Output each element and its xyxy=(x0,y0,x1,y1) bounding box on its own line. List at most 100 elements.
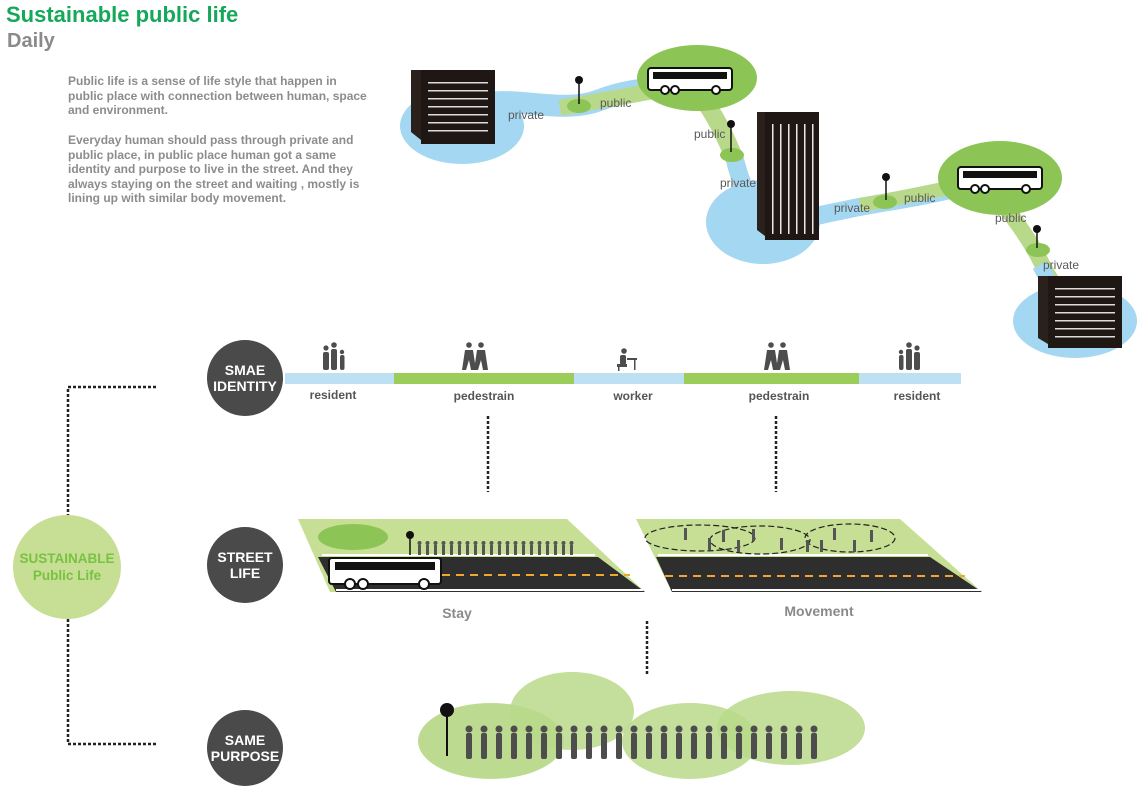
page-subtitle: Daily xyxy=(7,30,55,52)
person-body xyxy=(511,733,517,759)
person-body xyxy=(781,733,787,759)
street-movement-illustration xyxy=(636,519,982,592)
identity-label-pedestrain: pedestrain xyxy=(453,389,515,403)
person-head xyxy=(457,541,462,545)
person-body xyxy=(811,733,817,759)
person-body xyxy=(691,733,697,759)
person-head xyxy=(615,725,623,733)
person-head xyxy=(690,725,698,733)
person-head xyxy=(465,725,473,733)
identity-label-worker: worker xyxy=(613,389,653,403)
person-body xyxy=(522,545,525,555)
person-body xyxy=(514,545,517,555)
person-head xyxy=(540,725,548,733)
person-head xyxy=(441,541,446,545)
person-body xyxy=(586,733,592,759)
person-head xyxy=(630,725,638,733)
person-body xyxy=(646,733,652,759)
person-body xyxy=(526,733,532,759)
person-body xyxy=(751,733,757,759)
movement-caption: Movement xyxy=(784,603,854,619)
person-body xyxy=(736,733,742,759)
person-head xyxy=(417,541,422,545)
person-body xyxy=(530,545,533,555)
person-body xyxy=(546,545,549,555)
pin-icon xyxy=(575,76,583,104)
person-head xyxy=(720,725,728,733)
person-head xyxy=(569,541,574,545)
person-body xyxy=(706,733,712,759)
person-head xyxy=(675,725,683,733)
person-body xyxy=(616,733,622,759)
stay-caption: Stay xyxy=(442,605,472,621)
person-body xyxy=(661,733,667,759)
network-label-private: private xyxy=(1043,258,1080,272)
identity-bar xyxy=(285,373,961,384)
person-body xyxy=(721,733,727,759)
person-head xyxy=(553,541,558,545)
person-head xyxy=(465,541,470,545)
page-title: Sustainable public life xyxy=(6,2,239,27)
person-head xyxy=(529,541,534,545)
identity-circle: SMAE IDENTITY xyxy=(207,340,283,416)
intro-paragraph-2: Everyday human should pass through priva… xyxy=(68,133,360,205)
hub-line-2: Public Life xyxy=(32,568,102,583)
person-body xyxy=(601,733,607,759)
building-icon xyxy=(411,70,495,144)
person-body xyxy=(556,733,562,759)
private-public-network xyxy=(400,45,1137,358)
walking-people-icon xyxy=(764,342,790,370)
person-body xyxy=(466,545,469,555)
pin-icon xyxy=(406,531,414,555)
person-body xyxy=(766,733,772,759)
network-label-private: private xyxy=(508,108,545,122)
person-body xyxy=(490,545,493,555)
bus-icon xyxy=(328,557,442,590)
person-body xyxy=(562,545,565,555)
identity-segment xyxy=(684,373,859,384)
hub-bracket xyxy=(66,385,156,746)
identity-title-1: SMAE xyxy=(224,362,266,378)
purpose-title-2: PURPOSE xyxy=(210,748,280,764)
person-body xyxy=(554,545,557,555)
person-head xyxy=(505,541,510,545)
person-head xyxy=(425,541,430,545)
family-icon xyxy=(898,342,920,370)
identity-label-pedestrain: pedestrain xyxy=(748,389,810,403)
identity-segment xyxy=(394,373,574,384)
person-head xyxy=(497,541,502,545)
family-icon xyxy=(323,342,345,370)
person-body xyxy=(538,545,541,555)
person-body xyxy=(796,733,802,759)
person-head xyxy=(449,541,454,545)
person-head xyxy=(525,725,533,733)
building-icon xyxy=(1038,276,1122,348)
person-body xyxy=(506,545,509,555)
person-body xyxy=(434,545,437,555)
person-head xyxy=(495,725,503,733)
pin-icon xyxy=(882,173,890,200)
network-label-public: public xyxy=(995,211,1027,225)
person-head xyxy=(555,725,563,733)
person-head xyxy=(795,725,803,733)
identity-title-2: IDENTITY xyxy=(213,378,277,394)
person-head xyxy=(660,725,668,733)
person-body xyxy=(571,733,577,759)
person-body xyxy=(474,545,477,555)
person-head xyxy=(561,541,566,545)
street-title-1: STREET xyxy=(217,549,273,565)
person-head xyxy=(513,541,518,545)
worker-at-desk-icon xyxy=(617,348,637,371)
street-title-2: LIFE xyxy=(229,565,261,581)
network-label-private: private xyxy=(834,201,871,215)
person-body xyxy=(418,545,421,555)
person-body xyxy=(482,545,485,555)
walking-people-icon xyxy=(462,342,488,370)
person-head xyxy=(600,725,608,733)
network-label-public: public xyxy=(694,127,726,141)
person-body xyxy=(498,545,501,555)
network-label-public: public xyxy=(600,96,632,110)
network-label-private: private xyxy=(720,176,757,190)
identity-segment xyxy=(285,373,394,384)
person-body xyxy=(450,545,453,555)
